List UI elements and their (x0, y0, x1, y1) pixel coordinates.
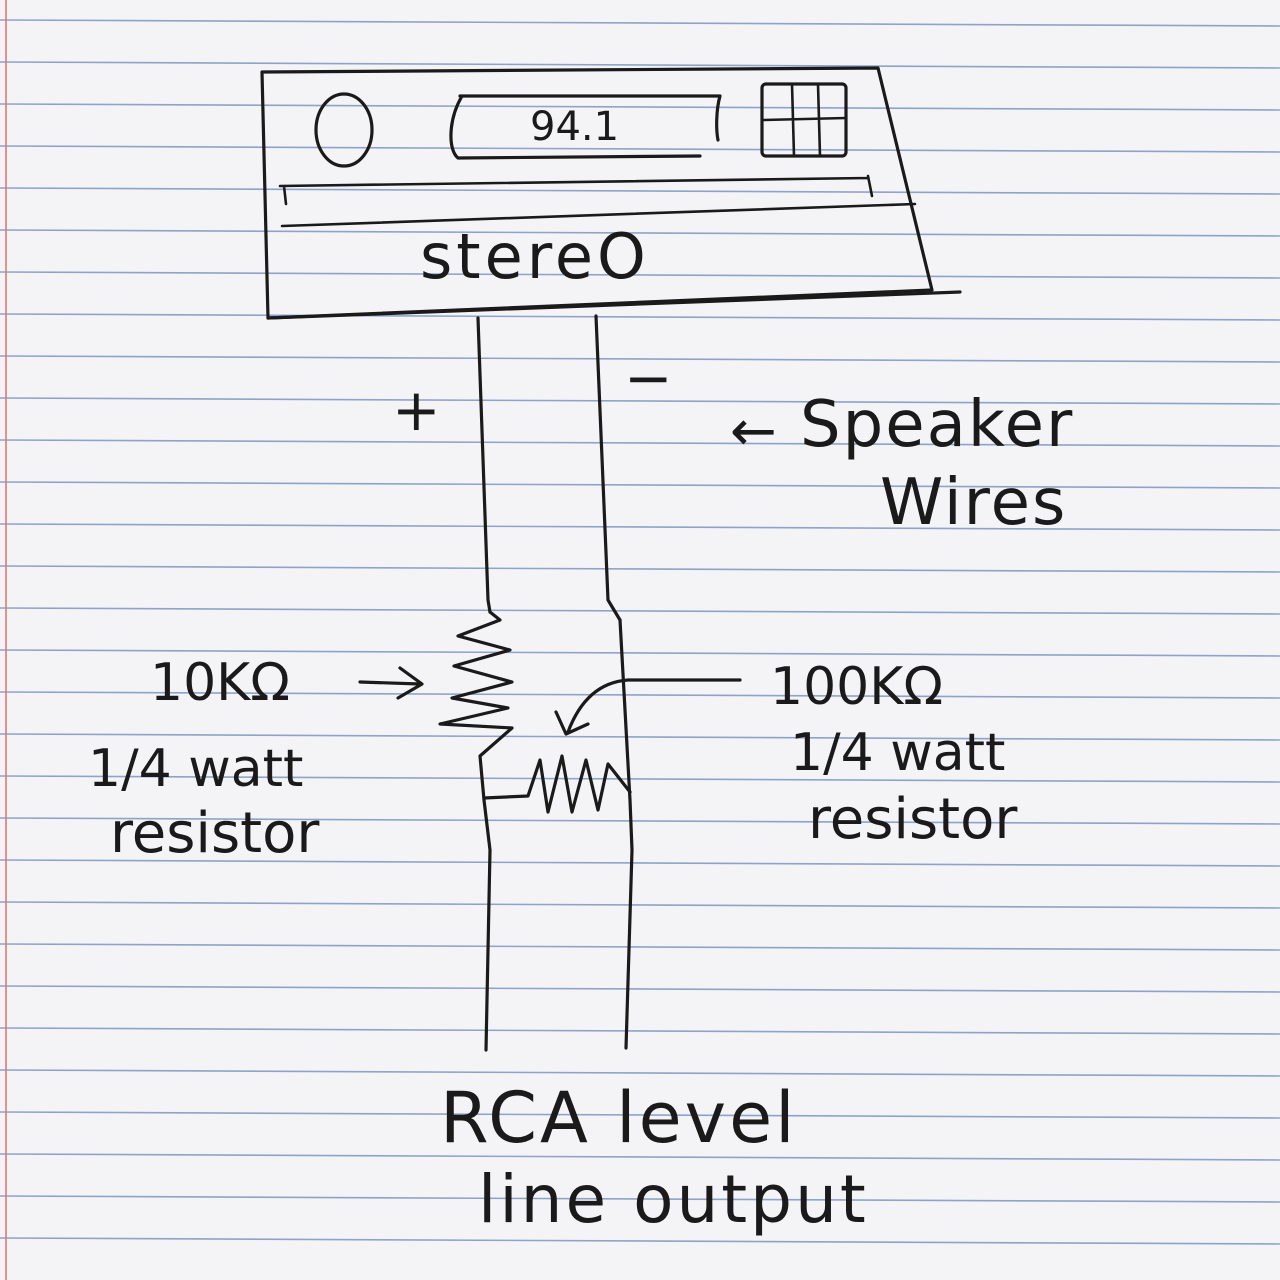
ruled-line (0, 565, 1280, 573)
resistor-100k-type: resistor (808, 787, 1018, 852)
ruled-line (0, 733, 1280, 741)
speaker-wires-line1: Speaker (800, 388, 1074, 462)
output-wire-left (482, 798, 492, 1052)
ruled-line (0, 1069, 1280, 1077)
volume-knob (314, 92, 374, 168)
ruled-line (0, 775, 1280, 783)
ruled-line (0, 1111, 1280, 1119)
ruled-line (0, 19, 1280, 27)
cassette-slot (278, 174, 874, 206)
negative-sign: − (624, 344, 673, 412)
ruled-line (0, 607, 1280, 615)
resistor-10k-value: 10KΩ (150, 653, 290, 713)
resistor-100k-symbol (482, 754, 632, 814)
ruled-line (0, 313, 1280, 321)
output-label-line2: line output (478, 1161, 869, 1238)
tuner-display (449, 94, 722, 160)
ruled-line (0, 1027, 1280, 1035)
ruled-line (0, 985, 1280, 993)
positive-wire (476, 316, 492, 614)
ruled-line (0, 1237, 1280, 1245)
ruled-line (0, 901, 1280, 909)
resistor-10k-type: resistor (110, 801, 320, 866)
resistor-100k-pointer-arrow (554, 678, 742, 736)
stereo-box-bottom-edge (266, 290, 962, 320)
speaker-wires-line2: Wires (880, 466, 1067, 540)
stereo-box-outline (260, 66, 934, 320)
ruled-line (0, 103, 1280, 111)
negative-wire (594, 314, 622, 622)
ruled-line (0, 397, 1280, 405)
positive-sign: + (392, 376, 441, 444)
ruled-line (0, 187, 1280, 195)
frequency-readout: 94.1 (530, 104, 619, 150)
resistor-10k-rating: 1/4 watt (88, 739, 303, 799)
ruled-line (0, 943, 1280, 951)
output-label-line1: RCA level (440, 1077, 798, 1159)
ruled-line (0, 1153, 1280, 1161)
ruled-line (0, 859, 1280, 867)
ruled-line (0, 817, 1280, 825)
ruled-line (0, 229, 1280, 237)
resistor-10k-pointer-arrow (358, 666, 424, 700)
ruled-line (0, 1195, 1280, 1203)
ruled-line (0, 271, 1280, 279)
resistor-100k-value: 100KΩ (770, 657, 943, 717)
ruled-line (0, 523, 1280, 531)
ruled-line (0, 61, 1280, 69)
ruled-lines (0, 19, 1280, 1245)
stereo-unit: 94.1 stereO (260, 66, 962, 320)
speaker-wires-arrow: ← (730, 399, 777, 464)
resistor-10k-symbol (438, 610, 514, 802)
ruled-line (0, 439, 1280, 447)
ruled-line (0, 145, 1280, 153)
output-wire-right (618, 618, 634, 1050)
button-grid (760, 82, 848, 158)
ruled-line (0, 481, 1280, 489)
resistor-100k-rating: 1/4 watt (790, 723, 1005, 783)
ruled-line (0, 691, 1280, 699)
ruled-line (0, 355, 1280, 363)
stereo-divider (280, 202, 917, 228)
stereo-label: stereO (420, 220, 650, 293)
ruled-line (0, 649, 1280, 657)
